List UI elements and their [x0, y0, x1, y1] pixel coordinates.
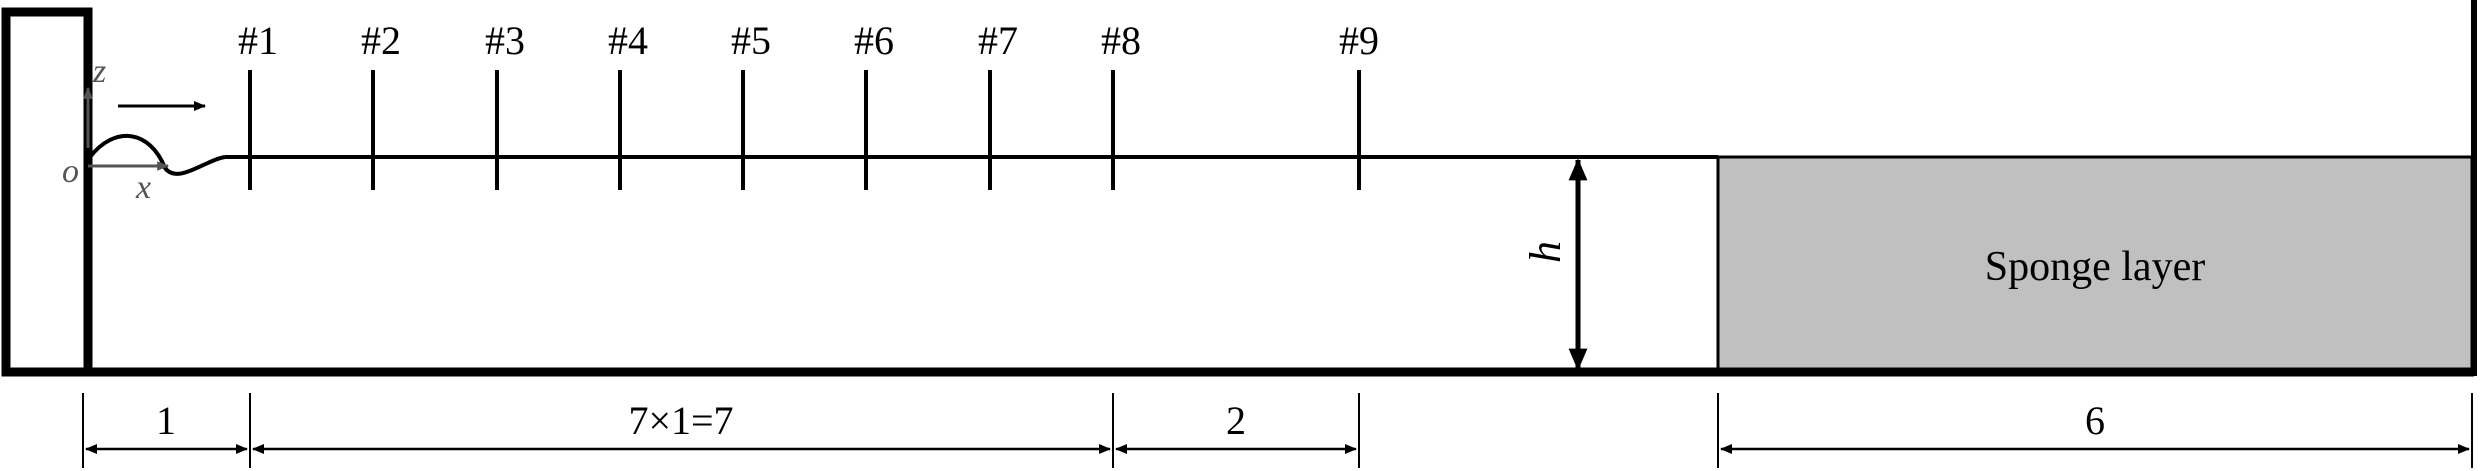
gauge-4-label: #4 [608, 18, 648, 63]
dimension-ticks [82, 393, 2473, 468]
dim-label-2: 7×1=7 [628, 398, 733, 443]
dim-label-3: 2 [1226, 398, 1246, 443]
gauge-5-label: #5 [731, 18, 771, 63]
gauge-8-label: #8 [1101, 18, 1141, 63]
x-axis-label: x [135, 169, 151, 206]
dim-label-4: 6 [2085, 398, 2105, 443]
gauge-6-label: #6 [854, 18, 894, 63]
sponge-layer [1716, 155, 2474, 371]
dim-label-1: 1 [156, 398, 176, 443]
gauge-7-label: #7 [978, 18, 1018, 63]
gauge-1-label: #1 [238, 18, 278, 63]
gauge-2-label: #2 [361, 18, 401, 63]
wave-gauges: #1 #2 #3 #4 #5 #6 #7 #8 #9 [238, 18, 1379, 190]
depth-label: h [1521, 241, 1570, 263]
gauge-3-label: #3 [485, 18, 525, 63]
origin-label: o [62, 153, 79, 190]
sponge-layer-label: Sponge layer [1985, 244, 2205, 290]
gauge-9-label: #9 [1339, 18, 1379, 63]
wavemaker-paddle [1, 7, 93, 377]
incident-wave [88, 133, 226, 176]
z-axis-label: z [92, 53, 106, 90]
